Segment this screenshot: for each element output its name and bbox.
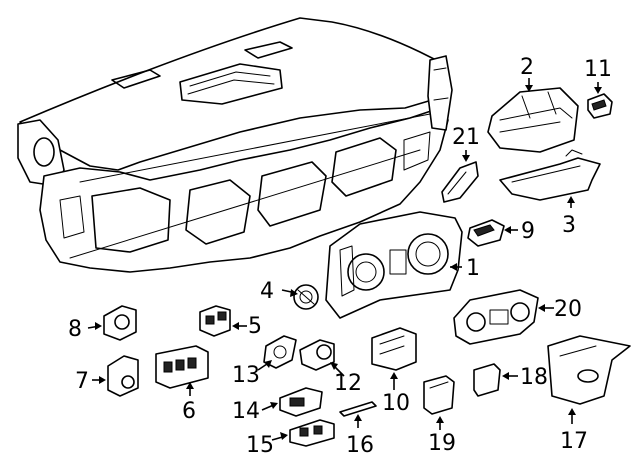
callout-numbers: 1 2 3 4 5 6 7 8 9 10 11 12 13 14 15 16 1… [68,55,612,458]
callout-4: 4 [260,279,274,304]
callout-5: 5 [248,314,262,339]
knob-4 [293,284,319,310]
switch-15 [289,419,335,447]
callout-21: 21 [452,125,480,150]
switch-7 [107,355,139,397]
callout-13: 13 [232,363,260,388]
callout-16: 16 [346,433,374,458]
callout-12: 12 [334,371,362,396]
callout-11: 11 [584,57,612,82]
tray-bracket-3 [499,149,601,201]
leader-lines [87,78,602,441]
dashboard-frame [17,17,453,273]
switch-12 [299,339,335,371]
callout-14: 14 [232,399,260,424]
callout-3: 3 [562,213,576,238]
climate-control-20 [453,289,539,345]
module-10 [371,327,417,371]
bracket-17 [547,335,631,405]
callout-20: 20 [554,297,582,322]
callout-8: 8 [68,317,82,342]
switch-14 [279,387,323,417]
callout-19: 19 [428,431,456,456]
callout-9: 9 [521,219,535,244]
callout-15: 15 [246,433,274,458]
switch-5 [199,305,231,337]
strip-16 [339,401,377,417]
module-19 [423,375,455,415]
switch-bank-6 [155,345,209,389]
switch-8 [103,305,137,341]
callout-6: 6 [182,399,196,424]
switch-9 [467,219,505,247]
callout-1: 1 [466,256,480,281]
cover-18 [473,363,501,397]
callout-7: 7 [75,369,89,394]
callout-10: 10 [382,391,410,416]
callout-18: 18 [520,365,548,390]
connector-11 [587,93,613,119]
trim-piece-21 [441,161,479,203]
module-2 [487,87,579,153]
callout-17: 17 [560,429,588,454]
instrument-cluster [325,211,463,319]
callout-2: 2 [520,55,534,80]
